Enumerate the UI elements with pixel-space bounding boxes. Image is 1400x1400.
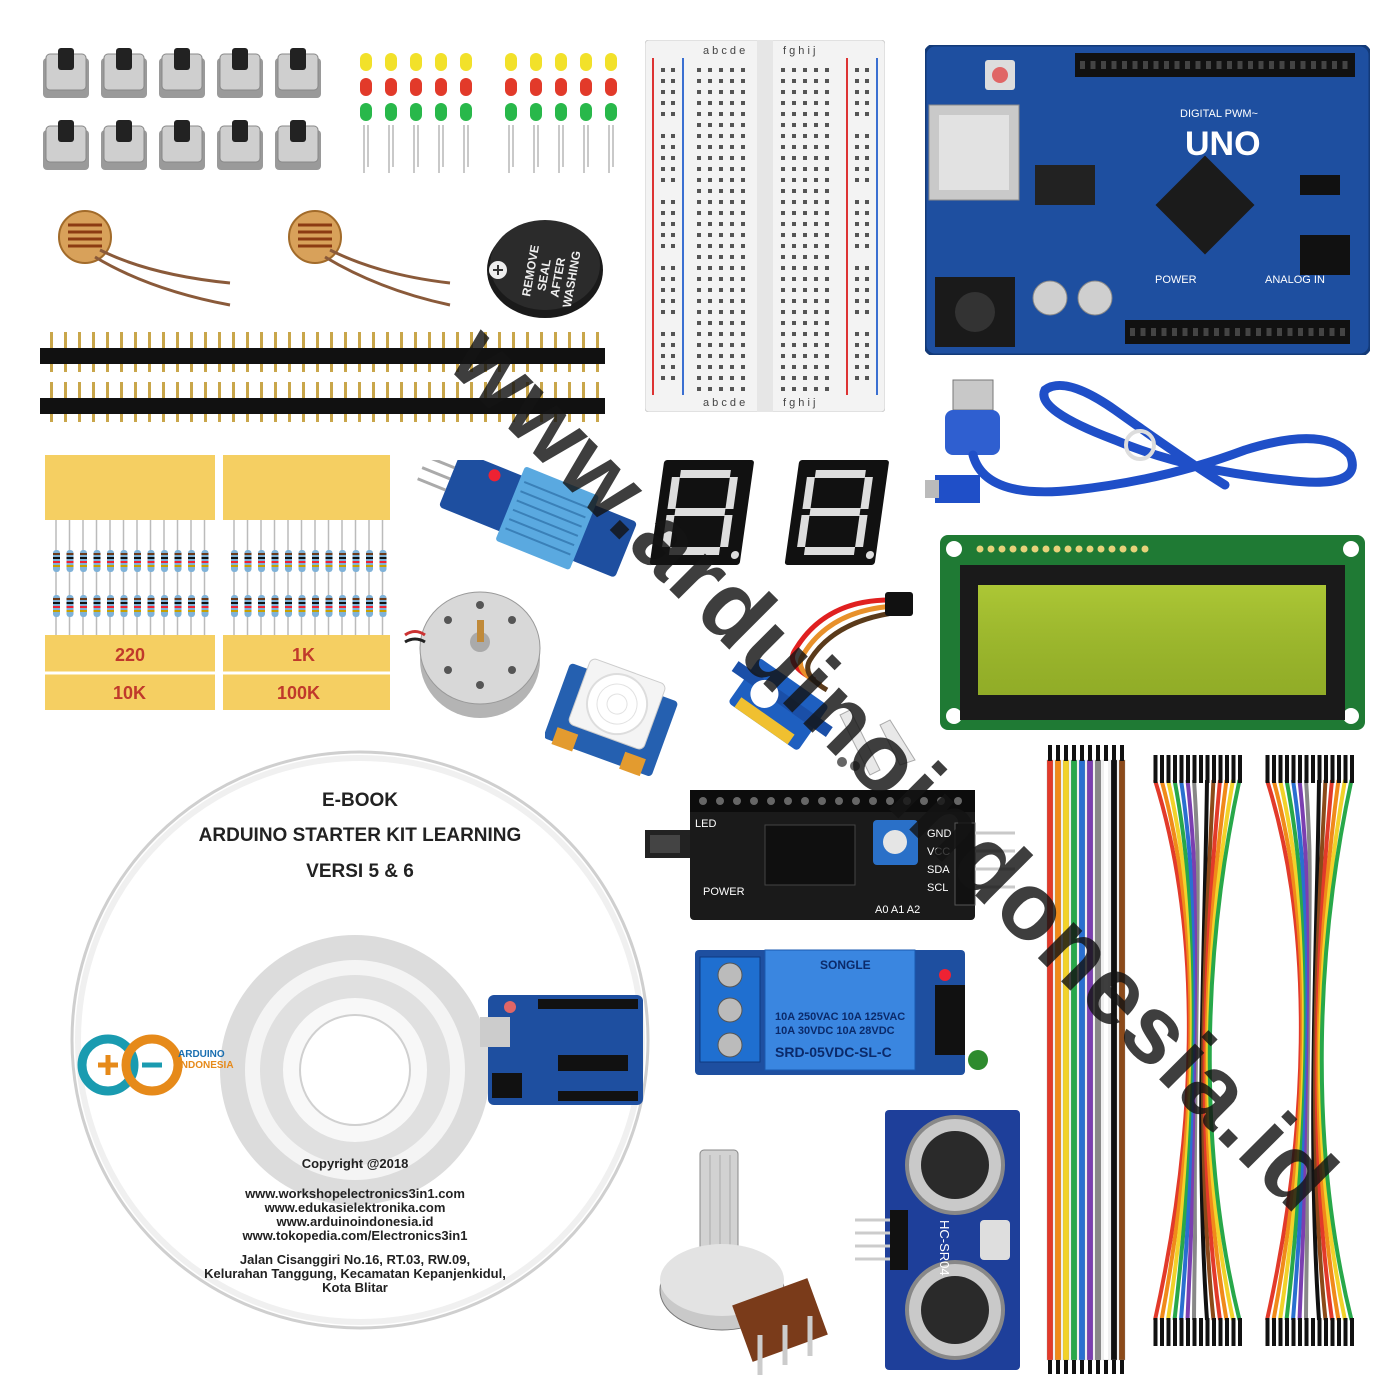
dht11-sensor-module — [410, 460, 640, 580]
tactile-button — [159, 48, 205, 98]
led — [385, 53, 397, 173]
cd-address-3: Kota Blitar — [322, 1280, 388, 1295]
cd-logo-line-1: ARDUINO — [178, 1049, 225, 1060]
ultrasonic-sensor-hc-sr04: HC-SR04 — [855, 1105, 1025, 1375]
cd-website-2: www.edukasielektronika.com — [264, 1200, 446, 1215]
i2c-pin-scl: SCL — [927, 882, 948, 894]
relay-spec-1: 10A 250VAC 10A 125VAC — [775, 1011, 905, 1023]
potentiometer — [650, 1140, 840, 1380]
header-pin-strip — [40, 382, 605, 422]
cd-address-2: Kelurahan Tanggung, Kecamatan Kepanjenki… — [204, 1266, 506, 1281]
breadboard-cols-right-bottom: f g h i j — [783, 397, 815, 409]
leds — [350, 45, 630, 180]
tactile-button — [275, 48, 321, 98]
relay-spec-2: 10A 30VDC 10A 28VDC — [775, 1025, 895, 1037]
resistor-label-100k: 100K — [277, 683, 321, 703]
resistor-label-220: 220 — [115, 645, 146, 665]
dc-motor — [400, 580, 545, 725]
cd-title-2: ARDUINO STARTER KIT LEARNING — [198, 825, 522, 846]
led — [460, 53, 472, 173]
led — [605, 53, 617, 173]
relay-pin-vcc: VCC — [967, 1035, 988, 1046]
led — [360, 53, 372, 173]
seven-segment-digit — [784, 460, 889, 565]
tactile-button — [159, 120, 205, 170]
buzzer: REMOVE SEAL AFTER WASHING — [480, 215, 610, 320]
led — [555, 53, 567, 173]
uno-model-label: UNO — [1185, 125, 1261, 163]
tactile-button — [43, 120, 89, 170]
tactile-button — [217, 48, 263, 98]
resistor-label-1k: 1K — [292, 645, 316, 665]
uno-analog-label: ANALOG IN — [1265, 274, 1325, 286]
buzzer-text-2: SEAL — [534, 258, 553, 292]
pir-sensor-module — [545, 650, 680, 780]
uno-digital-label: DIGITAL PWM~ — [1180, 108, 1258, 120]
tactile-button — [101, 48, 147, 98]
cd-copyright: Copyright @2018 — [301, 1156, 409, 1171]
relay-pin-gnd: GND — [967, 1012, 989, 1023]
arduino-uno-board: UNO DIGITAL PWM~ POWER ANALOG IN — [925, 45, 1370, 355]
ebook-cd: ARDUINO INDONESIA E-BOOK ARDUINO STARTER… — [70, 750, 650, 1330]
buzzer-text-3: AFTER — [547, 256, 568, 298]
i2c-lcd-adapter-module: GND VCC SDA SCL LED POWER A0 A1 A2 — [645, 785, 1015, 925]
i2c-pin-vcc: VCC — [927, 846, 950, 858]
uno-power-label: POWER — [1155, 274, 1197, 286]
cd-logo-text: ARDUINO INDONESIA — [178, 1049, 234, 1071]
tactile-button — [275, 120, 321, 170]
relay-model: SRD-05VDC-SL-C — [775, 1044, 892, 1060]
i2c-addr-label: A0 A1 A2 — [875, 904, 920, 916]
tactile-button — [43, 48, 89, 98]
header-pin-strip — [40, 332, 605, 372]
cd-title-1: E-BOOK — [322, 790, 398, 811]
cd-address-1: Jalan Cisanggiri No.16, RT.03, RW.09, — [239, 1252, 471, 1267]
tactile-buttons — [35, 40, 325, 180]
relay-brand: SONGLE — [820, 958, 871, 972]
i2c-pin-sda: SDA — [927, 864, 950, 876]
resistor-kit: 220 1K 10K 100K — [45, 455, 390, 710]
i2c-led-label: LED — [695, 818, 716, 830]
led — [505, 53, 517, 173]
ultrasonic-model-label: HC-SR04 — [937, 1220, 952, 1276]
servo-motor — [715, 590, 930, 780]
i2c-pin-gnd: GND — [927, 828, 952, 840]
tactile-button — [217, 120, 263, 170]
breadboard-cols-right-top: f g h i j — [783, 45, 815, 57]
header-pins — [40, 330, 610, 440]
tactile-button — [101, 120, 147, 170]
seven-segment-digit — [649, 460, 754, 565]
cd-logo-line-2: INDONESIA — [178, 1060, 234, 1071]
led — [530, 53, 542, 173]
jumper-wires — [1035, 740, 1385, 1380]
breadboard: a b c d e f g h i j a b c d e f g h i j — [645, 40, 885, 412]
led — [410, 53, 422, 173]
cd-website-1: www.workshopelectronics3in1.com — [245, 1186, 465, 1201]
breadboard-cols-left-bottom: a b c d e — [703, 397, 745, 409]
ldr-photoresistors — [30, 205, 460, 315]
resistor-label-10k: 10K — [113, 683, 147, 703]
cd-website-4: www.tokopedia.com/Electronics3in1 — [242, 1228, 468, 1243]
i2c-power-label: POWER — [703, 886, 745, 898]
relay-pin-in: IN — [967, 989, 977, 1000]
breadboard-cols-left-top: a b c d e — [703, 45, 745, 57]
cd-website-3: www.arduinoindonesia.id — [276, 1214, 434, 1229]
usb-cable — [925, 370, 1365, 520]
seven-segment-displays — [645, 455, 895, 570]
relay-module: SONGLE 10A 250VAC 10A 125VAC 10A 30VDC 1… — [695, 945, 1000, 1080]
lcd-16x2-display — [940, 535, 1365, 730]
cd-title-3: VERSI 5 & 6 — [306, 861, 414, 882]
led — [435, 53, 447, 173]
led — [580, 53, 592, 173]
